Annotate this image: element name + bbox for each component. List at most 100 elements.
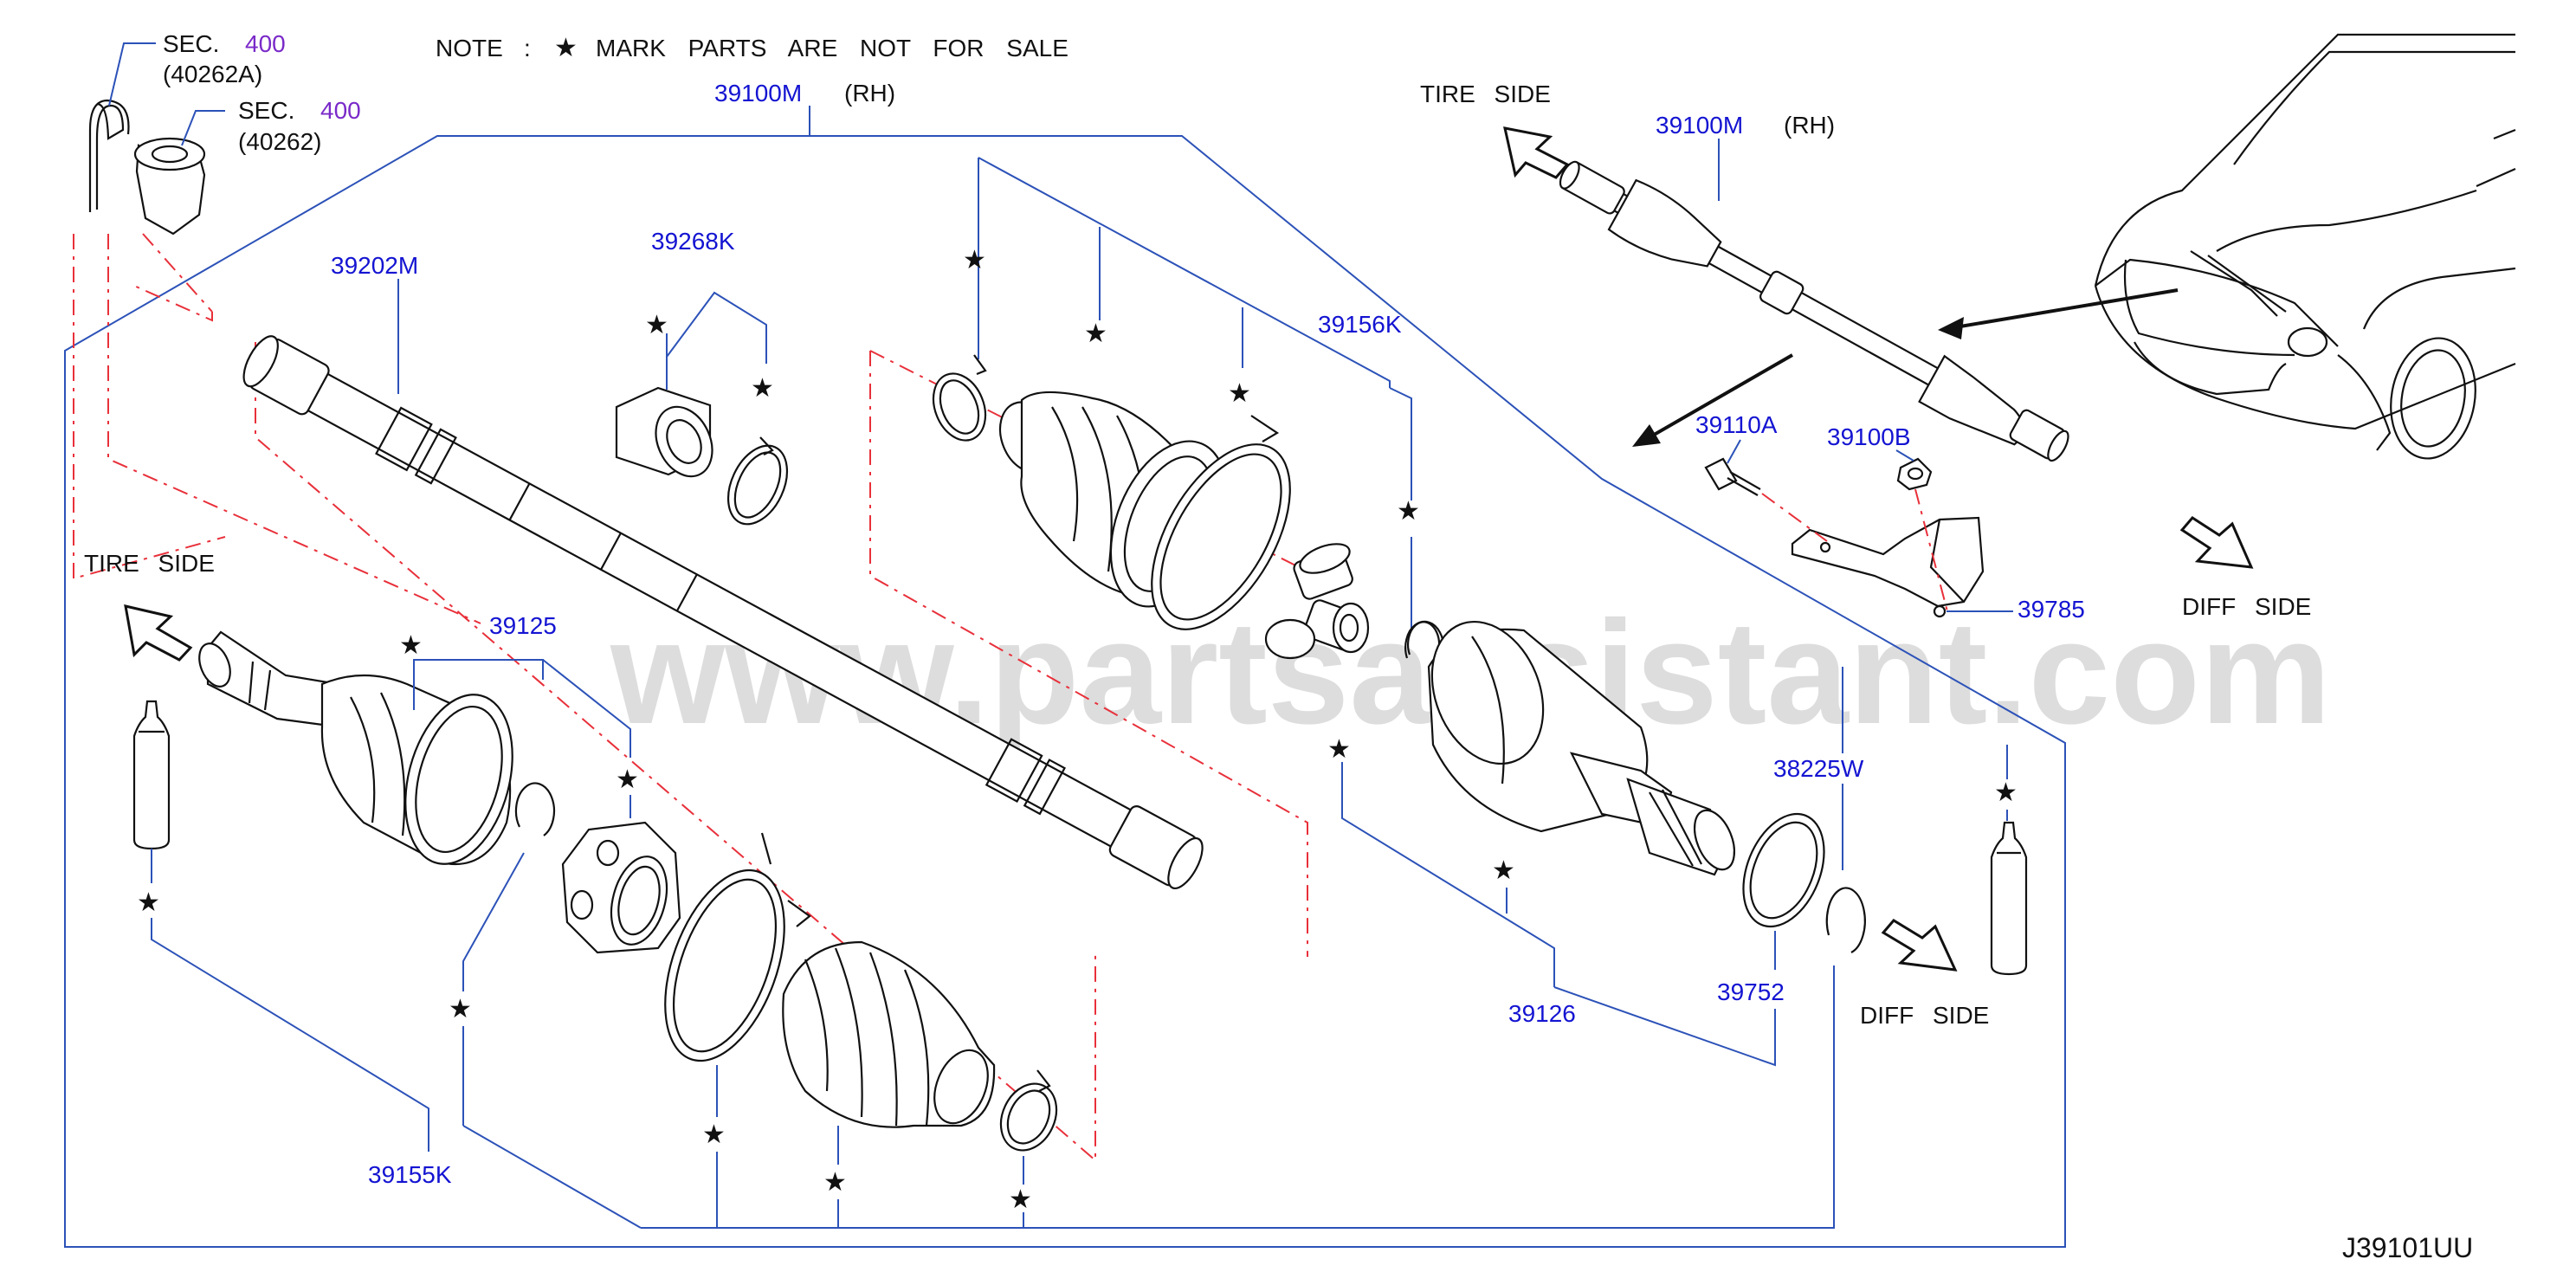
nut-39100B xyxy=(1896,457,1933,491)
part-number-39155K: 39155K xyxy=(368,1161,452,1188)
note-line: NOTE : ★ MARK PARTS ARE NOT FOR SALE xyxy=(436,33,1068,63)
diff-side-arrow-inset xyxy=(2179,516,2254,569)
outer-race-cage xyxy=(561,821,681,954)
star-mark: ★ xyxy=(751,373,774,404)
diagram-code: J39101UU xyxy=(2342,1232,2473,1263)
assembly-frame xyxy=(64,135,2066,1248)
snap-ring-outer xyxy=(514,782,556,836)
leader-39110A xyxy=(1727,439,1741,464)
note-label: NOTE xyxy=(436,35,503,61)
star-mark: ★ xyxy=(702,1120,726,1150)
leader-39125 xyxy=(413,659,544,710)
dashed-shaft-right xyxy=(869,351,1308,957)
dynamic-damper xyxy=(615,386,713,478)
note-separator: : xyxy=(524,35,531,61)
diff-side-label-inset: DIFF SIDE xyxy=(2182,593,2311,620)
bracket-39785 xyxy=(1791,516,1985,618)
inset-arrows xyxy=(1632,288,2179,447)
leader-bottom-rail xyxy=(641,965,1835,1229)
inset-complete-shaft xyxy=(1559,160,2069,462)
part-number-38225W: 38225W xyxy=(1773,755,1864,782)
inner-small-band xyxy=(932,354,987,442)
outer-boot xyxy=(782,940,996,1128)
grease-tube-right xyxy=(1990,821,2028,976)
star-mark: ★ xyxy=(1492,856,1515,886)
leader-39752 xyxy=(1553,986,1776,1067)
part-number-39268K: 39268K xyxy=(651,228,735,255)
tire-side-arrow-left xyxy=(124,604,193,662)
vehicle-outline xyxy=(2094,33,2516,460)
part-number-39100B: 39100B xyxy=(1827,423,1911,450)
rh-indicator: (RH) xyxy=(844,80,895,107)
part-number-39126: 39126 xyxy=(1508,1000,1576,1027)
diff-side-arrow-main xyxy=(1881,919,1958,972)
dashed-bolt xyxy=(1761,493,1828,542)
circlip-38225W xyxy=(1825,887,1866,953)
star-mark: ★ xyxy=(645,310,668,340)
star-mark: ★ xyxy=(137,888,160,918)
outer-large-band xyxy=(664,832,811,1062)
star-mark: ★ xyxy=(1327,734,1351,765)
bolt-39110A xyxy=(1704,457,1761,496)
leader-39126 xyxy=(1341,762,1555,987)
spider-tripod xyxy=(1264,543,1370,660)
sec-ref-40262A: SEC. 400 (40262A) xyxy=(163,30,286,87)
leader-snap-outer xyxy=(462,852,525,991)
rh-indicator-inset: (RH) xyxy=(1784,112,1835,139)
star-mark: ★ xyxy=(823,1167,847,1198)
leader-39155K xyxy=(151,918,429,1152)
part-number-39202M: 39202M xyxy=(331,252,418,279)
inner-joint-housing xyxy=(1427,620,1736,876)
grease-tube-left xyxy=(132,700,171,850)
oil-seal xyxy=(1742,812,1825,928)
star-mark: ★ xyxy=(399,630,423,661)
tire-side-label-inset: TIRE SIDE xyxy=(1420,81,1551,107)
star-mark: ★ xyxy=(1084,319,1107,349)
sec-sub: (40262) xyxy=(238,128,322,155)
part-number-39100M: 39100M xyxy=(714,80,802,107)
outer-joint-stub xyxy=(198,630,513,866)
sec-sub: (40262A) xyxy=(163,61,262,87)
star-mark: ★ xyxy=(1397,496,1420,526)
sec-number: 400 xyxy=(320,97,361,124)
leader-sec-40262 xyxy=(181,110,225,146)
sec-prefix: SEC. xyxy=(238,97,294,124)
part-number-39156K: 39156K xyxy=(1318,311,1402,338)
part-number-39100M-inset: 39100M xyxy=(1656,112,1743,139)
tire-side-label-left: TIRE SIDE xyxy=(84,550,215,577)
diff-side-label-main: DIFF SIDE xyxy=(1860,1002,1989,1029)
dashed-nut xyxy=(107,234,481,624)
hex-nut xyxy=(133,137,206,236)
not-for-sale-marks: ★ ★ ★ ★ ★ ★ ★ ★ ★ ★ ★ ★ ★ ★ ★ ★ xyxy=(137,245,2018,1215)
leader-39100B xyxy=(1895,449,1914,462)
sec-number: 400 xyxy=(245,30,286,57)
leader-sec-40262A xyxy=(108,42,156,107)
leader-39155K-rail xyxy=(462,1125,642,1229)
leader-inner-group xyxy=(978,157,1391,388)
leader-39125-b xyxy=(542,659,631,758)
note-star: ★ xyxy=(554,33,578,63)
damper-band xyxy=(726,436,789,526)
inner-large-band xyxy=(1151,415,1291,630)
star-mark: ★ xyxy=(963,245,986,275)
note-text: MARK PARTS ARE NOT FOR SALE xyxy=(596,35,1068,61)
part-number-39752: 39752 xyxy=(1717,978,1785,1005)
star-mark: ★ xyxy=(1009,1185,1032,1215)
sec-prefix: SEC. xyxy=(163,30,219,57)
star-mark: ★ xyxy=(616,765,639,795)
dashed-nut-side xyxy=(133,285,213,322)
sec-ref-40262: SEC. 400 (40262) xyxy=(238,97,361,155)
leader-39268K xyxy=(666,291,767,364)
dashed-cotter-pin xyxy=(73,234,226,580)
tire-side-arrow-inset xyxy=(1503,126,1570,179)
part-number-39125: 39125 xyxy=(489,612,557,639)
leader-39156K xyxy=(1389,387,1412,500)
cotter-pin xyxy=(88,99,130,212)
star-mark: ★ xyxy=(1228,378,1251,409)
drive-shaft xyxy=(242,335,1204,889)
part-number-39785: 39785 xyxy=(2018,596,2085,623)
star-mark: ★ xyxy=(1994,778,2018,808)
outer-small-band xyxy=(999,1069,1058,1152)
star-mark: ★ xyxy=(449,994,472,1024)
